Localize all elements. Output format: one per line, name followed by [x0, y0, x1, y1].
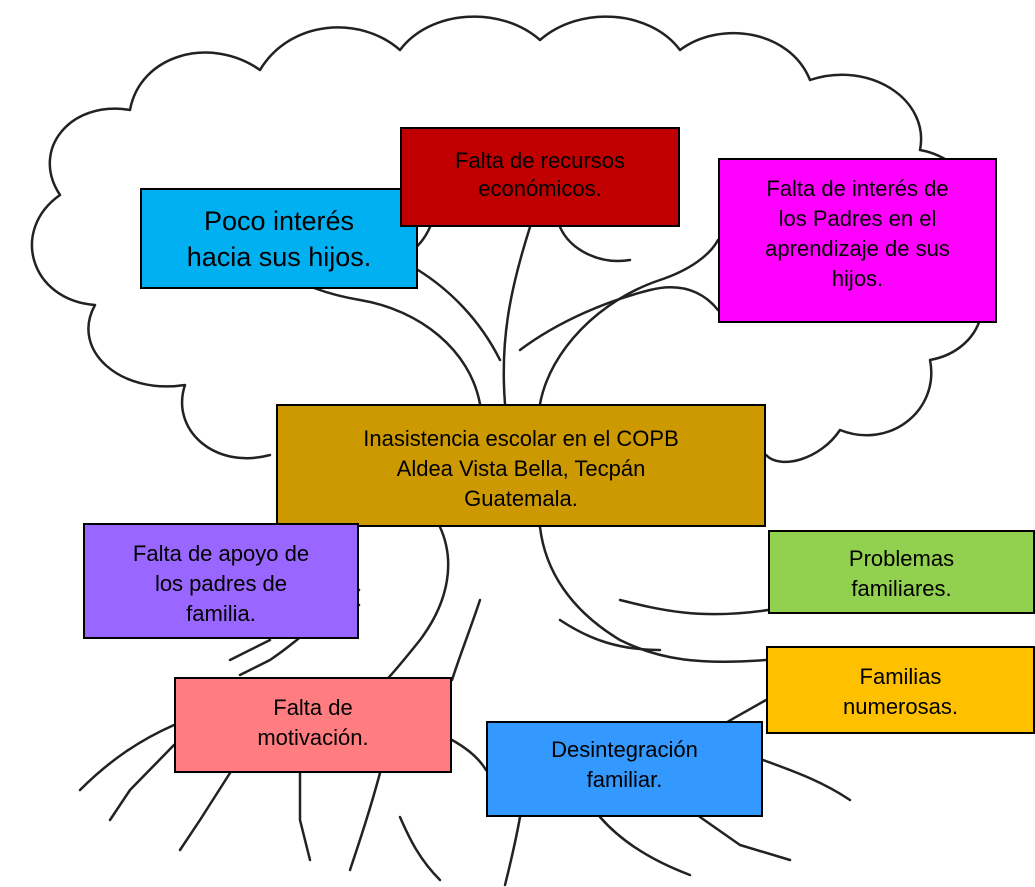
- root-15: [558, 618, 662, 652]
- box-familias-numerosas: Familias numerosas.: [766, 646, 1035, 734]
- box-falta-apoyo-text: Falta de apoyo de los padres de familia.: [132, 541, 310, 626]
- box-falta-motivacion: Falta de motivación.: [174, 677, 452, 773]
- root-18: [450, 598, 482, 682]
- root-3: [228, 638, 272, 662]
- trunk-outline-right: [538, 525, 768, 664]
- branch-center-up: [502, 225, 532, 406]
- root-12: [598, 815, 692, 877]
- root-16: [618, 598, 770, 616]
- box-familias-numerosas-text: Familias numerosas.: [843, 664, 958, 719]
- root-7: [298, 771, 312, 862]
- box-poco-interes: Poco interés hacia sus hijos.: [140, 188, 418, 289]
- root-14: [761, 758, 852, 802]
- branch-small-a: [558, 225, 632, 263]
- root-9: [450, 738, 488, 772]
- root-6: [178, 771, 232, 852]
- root-11: [503, 815, 522, 887]
- box-desintegracion-familiar-text: Desintegración familiar.: [551, 737, 698, 792]
- root-5: [108, 743, 176, 822]
- root-8: [348, 771, 382, 872]
- root-10: [398, 815, 442, 882]
- box-falta-recursos: Falta de recursos económicos.: [400, 127, 680, 227]
- branch-inner-right: [518, 286, 720, 352]
- box-poco-interes-text: Poco interés hacia sus hijos.: [186, 206, 372, 272]
- branch-center-left: [278, 268, 482, 406]
- root-4: [78, 723, 176, 792]
- box-desintegracion-familiar: Desintegración familiar.: [486, 721, 763, 817]
- box-central-problem-text: Inasistencia escolar en el COPB Aldea Vi…: [363, 426, 679, 511]
- root-13: [698, 815, 792, 862]
- box-falta-motivacion-text: Falta de motivación.: [257, 695, 369, 750]
- box-problemas-familiares: Problemas familiares.: [768, 530, 1035, 614]
- branch-inner-left: [416, 268, 502, 362]
- box-central-problem: Inasistencia escolar en el COPB Aldea Vi…: [276, 404, 766, 527]
- box-falta-interes-padres-text: Falta de interés de los Padres en el apr…: [765, 176, 950, 291]
- box-problemas-familiares-text: Problemas familiares.: [848, 546, 955, 601]
- box-falta-recursos-text: Falta de recursos económicos.: [455, 148, 625, 201]
- box-falta-apoyo: Falta de apoyo de los padres de familia.: [83, 523, 359, 639]
- branch-center-right: [538, 238, 720, 406]
- box-falta-interes-padres: Falta de interés de los Padres en el apr…: [718, 158, 997, 323]
